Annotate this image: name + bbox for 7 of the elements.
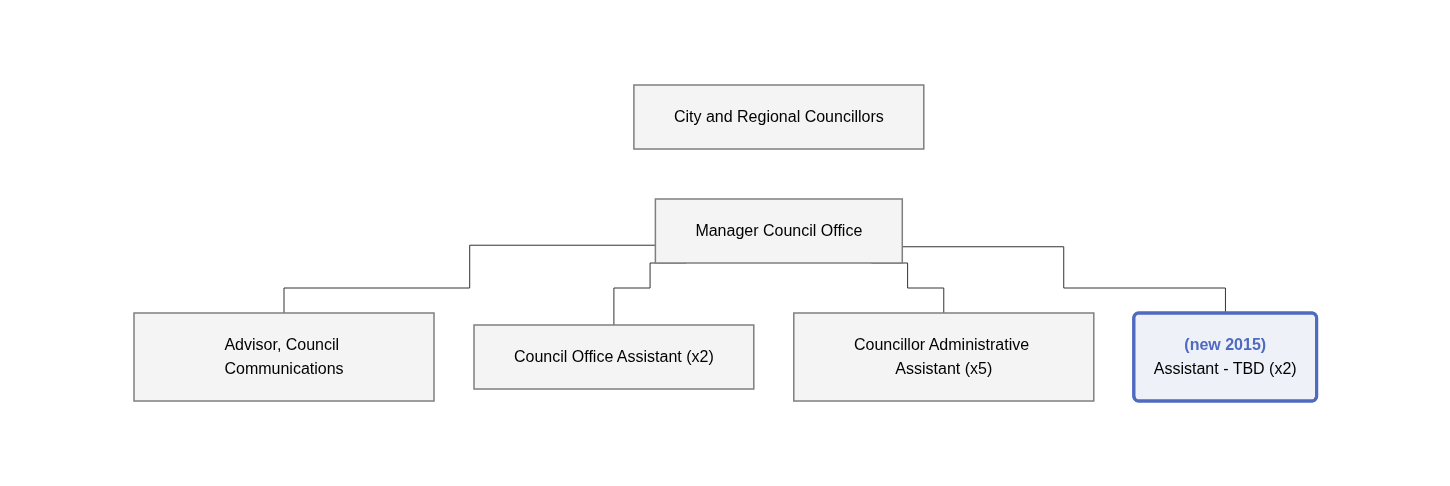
node-box: Manager Council Office: [654, 198, 903, 264]
node-box: Council Office Assistant (x2): [472, 324, 755, 390]
connector: [283, 244, 656, 314]
node-box: City and Regional Councillors: [632, 84, 925, 150]
node-box: Advisor, Council Communications: [132, 312, 435, 402]
node-box: Councillor Administrative Assistant (x5): [792, 312, 1095, 402]
connector: [901, 246, 1226, 314]
